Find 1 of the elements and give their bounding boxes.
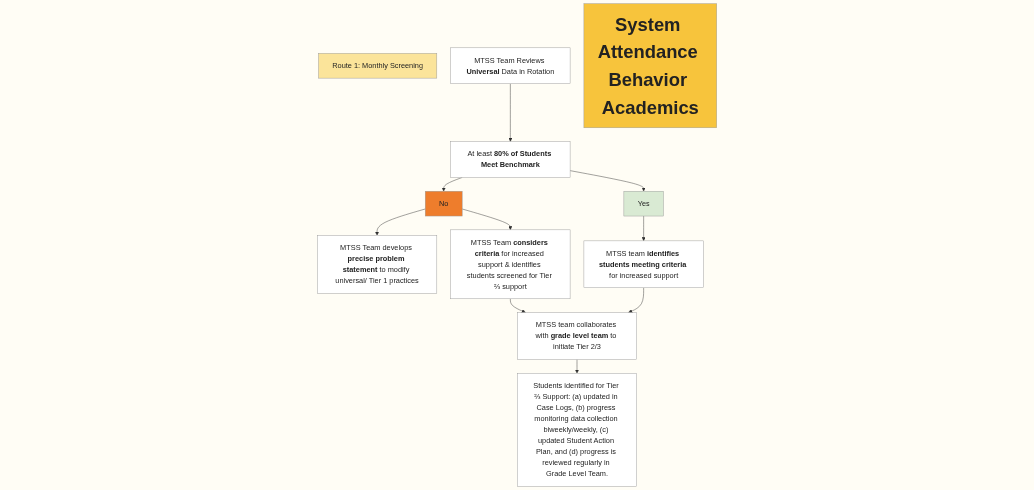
node-box: System Attendance Behavior Academics	[583, 3, 717, 128]
